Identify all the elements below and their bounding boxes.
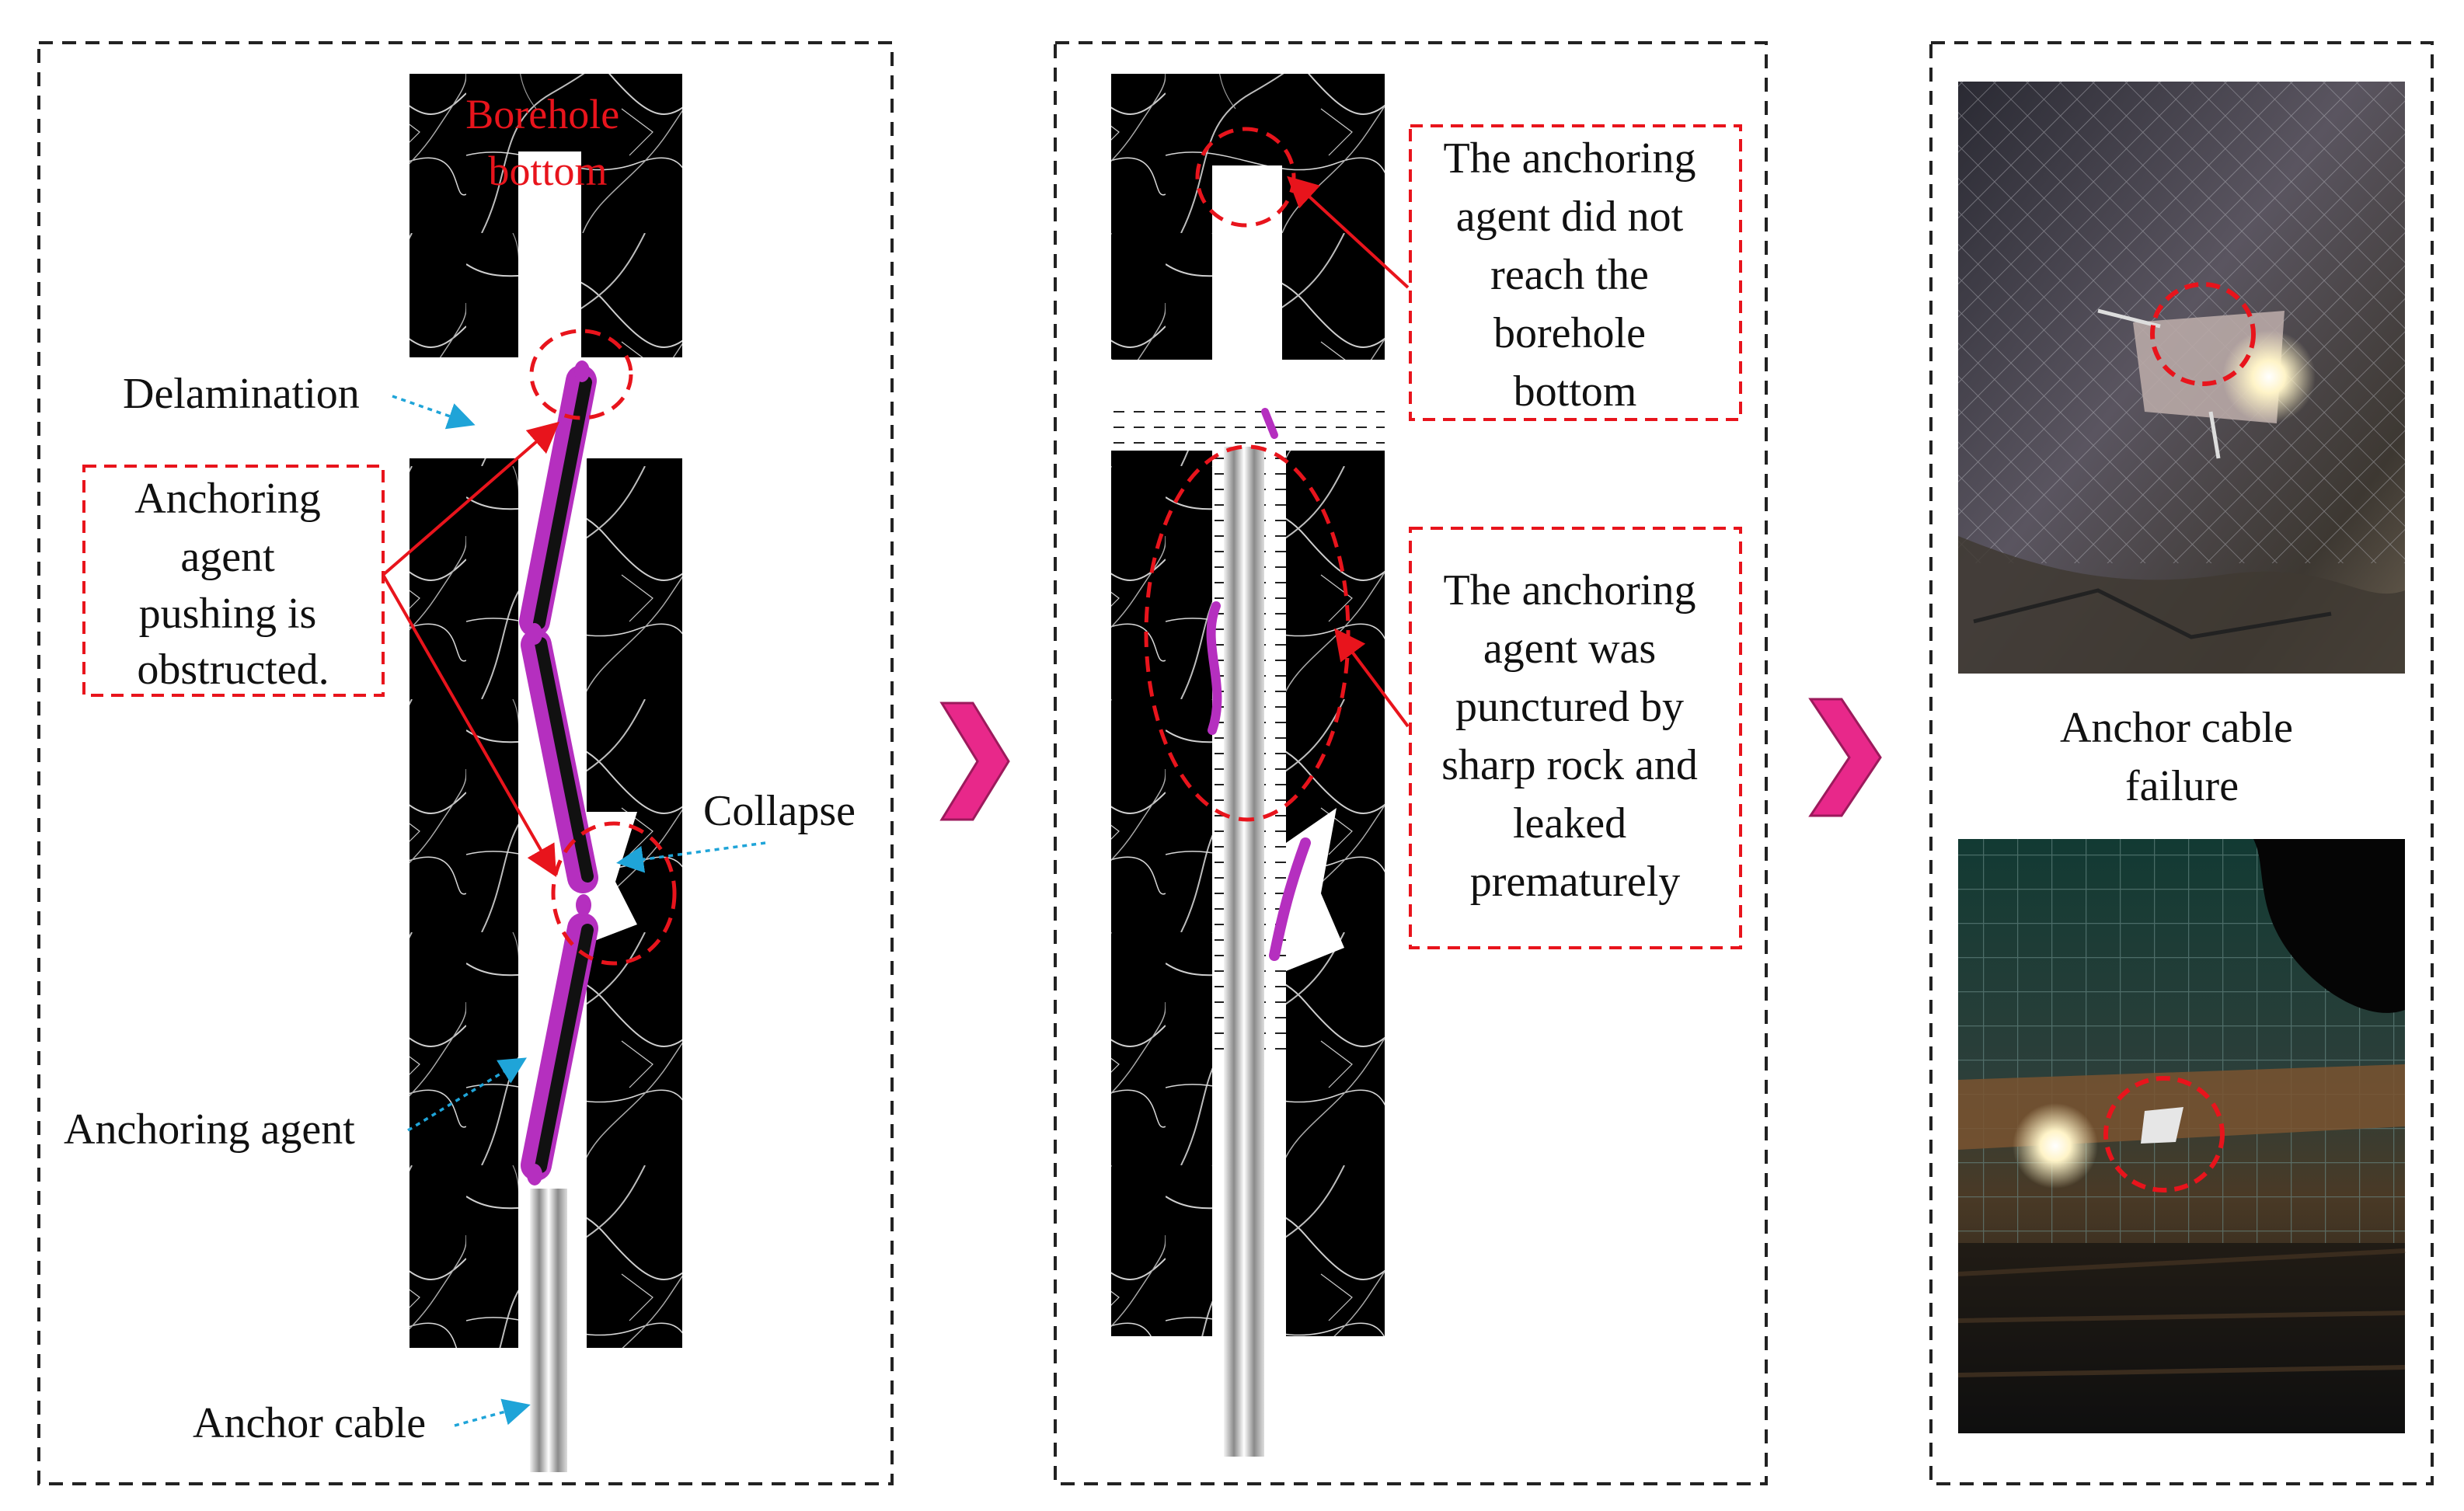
not-reach-label: The anchoring agent did not reach the bo… <box>1444 134 1707 416</box>
photo-bottom <box>1957 839 2406 1433</box>
borehole-bottom-label: Borehole bottom <box>465 91 629 194</box>
panel3-frame <box>1929 41 2434 1485</box>
rock-bottom-left <box>410 458 518 1348</box>
delamination-label: Delamination <box>123 370 360 418</box>
delamination-leader <box>392 395 476 430</box>
chevron-right-icon <box>939 702 1010 821</box>
pushing-obstructed-label: Anchoring agent pushing is obstructed. <box>134 475 332 694</box>
anchoring-agent-label: Anchoring agent <box>64 1105 355 1154</box>
panel2-frame <box>1054 41 1768 1485</box>
anchor-cable-leader <box>454 1398 531 1427</box>
failure-circle-top <box>2150 282 2256 386</box>
anchor-cable-failure-label: Anchor cable failure <box>2060 704 2304 810</box>
leaked-agent-marks <box>1206 408 1311 961</box>
anchor-cable-1 <box>530 1189 567 1472</box>
panel1-frame <box>37 41 894 1485</box>
p2-delamination-fill <box>1111 404 1385 451</box>
punctured-label: The anchoring agent was punctured by sha… <box>1441 566 1709 906</box>
anchor-cable-label: Anchor cable <box>193 1399 426 1447</box>
collapse-block <box>587 812 637 944</box>
not-reach-arrow <box>1287 176 1410 289</box>
panel1-rock <box>410 74 682 1348</box>
anchoring-agent-capsules <box>519 360 598 1185</box>
rock-top-left <box>410 74 518 357</box>
anchor-cable-2 <box>1224 447 1264 1457</box>
p2-rock-top-cap <box>1212 74 1282 165</box>
anchoring-agent-leader <box>407 1057 527 1132</box>
pushing-obstructed-box <box>82 465 385 697</box>
rock-top-right <box>581 74 682 357</box>
punctured-arrow <box>1334 628 1410 728</box>
punctured-box <box>1409 527 1742 949</box>
photo-top <box>1958 82 2405 674</box>
red-arrow-collapse <box>382 574 556 877</box>
p2-rock-top-left <box>1111 74 1212 360</box>
failure-circle-bottom <box>2103 1076 2225 1192</box>
p2-rock-bottom-left <box>1111 451 1212 1336</box>
rock-top-cap <box>518 74 581 151</box>
not-reach-box <box>1409 124 1742 421</box>
delamination-circle <box>529 329 633 420</box>
red-arrow-delamination <box>382 421 560 576</box>
chevron-right-icon <box>1808 698 1882 817</box>
collapse-circle <box>551 821 677 966</box>
collapse-label: Collapse <box>703 787 856 835</box>
